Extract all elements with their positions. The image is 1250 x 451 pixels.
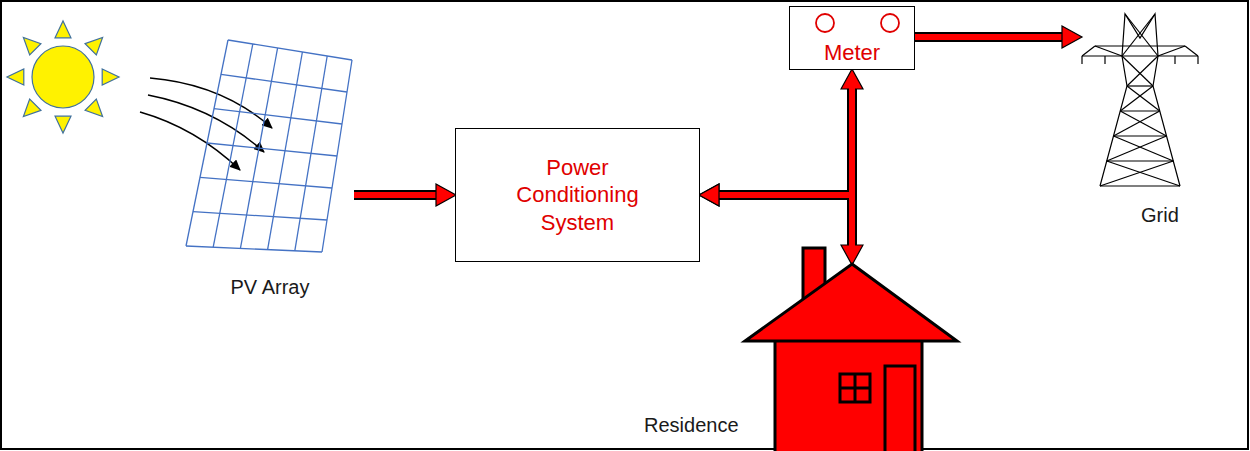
sunlight-ray <box>140 112 240 170</box>
tower-strut <box>1107 160 1174 161</box>
tower-strut <box>1127 86 1160 111</box>
tower-strut <box>1100 14 1180 186</box>
tower-strut <box>1114 136 1174 161</box>
tower-strut <box>1125 14 1158 56</box>
tower-strut <box>1095 46 1122 56</box>
tower-strut <box>1107 161 1180 186</box>
grid-tower: Grid <box>1075 8 1205 233</box>
panel-grid-line <box>214 109 342 124</box>
tower-strut <box>1120 86 1153 111</box>
pv-array: PV Array <box>180 34 360 304</box>
sun-symbol <box>7 21 119 133</box>
power-flow-arrow <box>718 195 852 246</box>
panel-grid-line <box>207 143 337 156</box>
tower-strut <box>1107 136 1167 161</box>
sun-disc <box>32 46 94 108</box>
node-label: PV Array <box>180 276 360 299</box>
process-box: Power Conditioning System <box>455 128 700 262</box>
arrow-outline <box>354 190 437 200</box>
tower-strut <box>1082 55 1198 56</box>
sun-ray <box>55 116 71 133</box>
tower-strut <box>1185 46 1198 56</box>
tower-strut <box>1158 46 1185 56</box>
sun-ray <box>85 37 102 54</box>
arrow-outline <box>915 32 1063 42</box>
power-flow-arrow <box>354 192 437 198</box>
tower-strut <box>1120 110 1160 111</box>
arrow-outline <box>718 195 852 246</box>
tower-strut <box>1197 56 1198 64</box>
tower-strut <box>1122 56 1153 86</box>
sun-ray <box>102 69 119 85</box>
residence-house: Residence <box>640 244 960 451</box>
node-label: Power Conditioning System <box>503 154 653 237</box>
tower-strut <box>1120 111 1166 136</box>
panel-grid-line <box>193 212 327 220</box>
tower-strut <box>1122 14 1155 56</box>
tower-strut <box>1114 111 1160 136</box>
window <box>840 374 870 402</box>
tower-strut <box>1081 56 1082 64</box>
sun-ray <box>23 99 40 116</box>
tower-strut <box>1100 185 1180 186</box>
meter-dial <box>816 14 834 32</box>
window-bars <box>840 374 870 402</box>
tower-strut <box>1127 85 1153 86</box>
node-label: Residence <box>644 414 739 437</box>
sun-ray <box>55 21 71 38</box>
panel-grid-line <box>221 74 347 92</box>
tower-strut <box>1104 56 1105 64</box>
panel-grid-line <box>200 177 332 188</box>
sun-ray <box>23 37 40 54</box>
arrow-outline <box>718 88 852 195</box>
roof <box>745 264 957 341</box>
power-flow-arrow <box>915 34 1063 40</box>
tower-shape <box>1075 8 1205 233</box>
panel-grid-line <box>228 40 352 60</box>
panel-grid-line <box>186 246 322 252</box>
tower-strut <box>1114 135 1167 136</box>
power-flow-arrow <box>718 88 852 195</box>
tower-strut <box>1127 56 1158 86</box>
tower-strut <box>1082 46 1095 56</box>
sun-ray <box>85 99 102 116</box>
node-label: Grid <box>1141 204 1179 227</box>
house-body <box>775 339 922 451</box>
meter-dial <box>881 14 899 32</box>
sun-ray <box>7 69 24 85</box>
pv-panel-shape <box>180 34 360 304</box>
meter-box: Meter <box>789 6 915 70</box>
tower-strut <box>1100 161 1173 186</box>
tower-strut <box>1174 56 1175 64</box>
tower-strut <box>1095 45 1185 46</box>
node-label: Meter <box>824 40 880 66</box>
door <box>885 366 915 451</box>
